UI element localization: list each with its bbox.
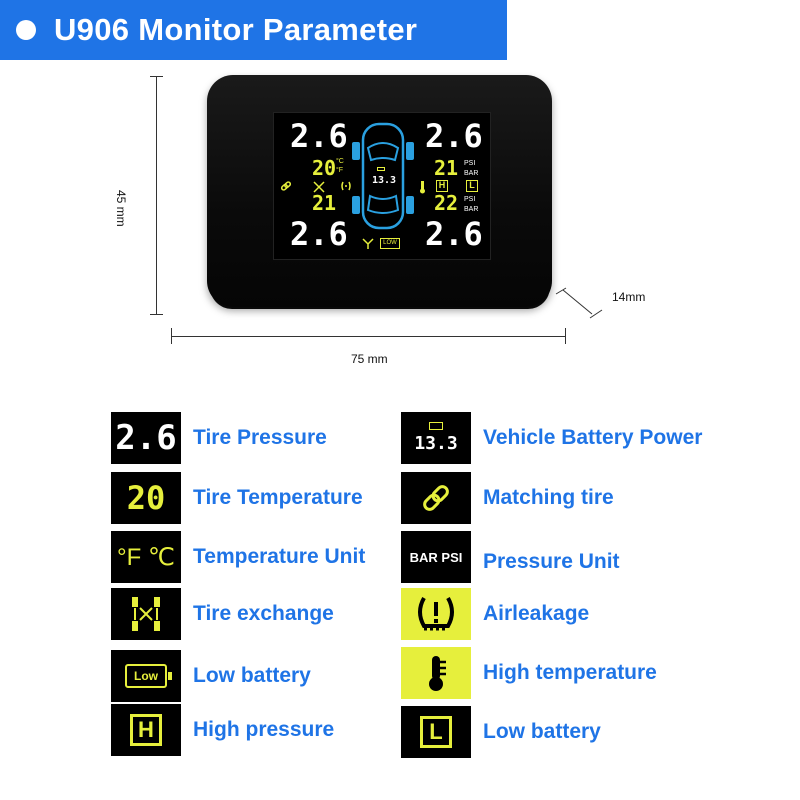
tire-exchange-icon [313,181,325,193]
legend-label: Pressure Unit [483,550,620,573]
chain-link-icon [423,485,449,511]
high-pressure-icon: H [436,180,448,192]
legend-label: High pressure [193,718,335,741]
unit-psi-rear: PSI [464,196,476,203]
pressure-front-right: 2.6 [425,117,483,155]
temperature-unit-icon: °F ℃ [117,543,175,571]
airleakage-tile [401,588,471,640]
legend-label: Matching tire [483,486,614,509]
width-dimension-line [171,336,566,337]
pressure-digits-tile: 2.6 [111,412,181,464]
legend-label: Temperature Unit [193,545,366,568]
low-L-tile: L [401,706,471,758]
depth-dimension-label: 14mm [612,290,646,304]
height-dimension-line [156,76,157,315]
legend-temperature-unit: °F ℃ Temperature Unit [111,529,365,585]
unit-bar-rear: BAR [464,206,479,213]
legend-label: Low battery [193,664,311,687]
width-dimension-tick-left [171,328,172,344]
low-L-icon: L [466,180,478,192]
battery-voltage-icon: 13.3 [414,433,458,454]
temp-left-front: 20 [312,156,337,180]
width-dimension-tick-right [565,328,566,344]
car-outline-icon [352,122,414,230]
battery-terminal [168,672,172,680]
page-title: U906 Monitor Parameter [54,12,418,47]
legend-label: High temperature [483,661,657,684]
legend-label: Tire exchange [193,602,334,625]
pressure-digits-icon: 2.6 [115,418,177,458]
low-battery-text: Low [134,669,158,683]
height-dimension-tick-bottom [150,314,163,315]
temperature-digits-icon: 20 [126,479,166,517]
high-temperature-tile [401,647,471,699]
bullet-dot-icon [16,20,36,40]
high-pressure-icon: H [130,714,162,746]
battery-small-icon [429,422,443,430]
signal-antenna-icon [362,238,374,249]
depth-dimension-line [555,287,603,319]
height-dimension-label: 45 mm [114,190,128,227]
pressure-rear-left: 2.6 [290,215,348,253]
header-banner: U906 Monitor Parameter [0,0,507,60]
temp-left-rear: 21 [312,191,337,215]
legend-tire-pressure: 2.6 Tire Pressure [111,410,327,466]
tire-exchange-tile [111,588,181,640]
battery-voltage-box [372,170,394,188]
unit-psi-front: PSI [464,160,476,167]
tire-leak-icon [341,181,351,191]
legend-tire-temperature: 20 Tire Temperature [111,470,363,526]
low-battery-tile: Low [111,650,181,702]
battery-voltage-tile: 13.3 [401,412,471,464]
tire-exchange-icon [132,597,160,631]
battery-voltage-value: 13.3 [372,175,397,186]
unit-bar-front: BAR [464,170,479,177]
legend-high-pressure: H High pressure [111,702,334,758]
legend-airleakage: Airleakage [401,586,589,642]
thermometer-icon [420,181,425,194]
temperature-unit-tile: °F ℃ [111,531,181,583]
temp-right-front: 21 [434,156,459,180]
matching-tire-tile [401,472,471,524]
unit-celsius: °C [336,158,344,165]
legend-matching-tire: Matching tire [401,470,614,526]
high-pressure-tile: H [111,704,181,756]
low-battery-icon: Low [125,664,172,688]
low-battery-screen-icon: LOW [380,238,400,249]
temperature-digits-tile: 20 [111,472,181,524]
pressure-unit-tile: BAR PSI [401,531,471,583]
legend-high-temperature: High temperature [401,645,657,701]
low-L-icon: L [420,716,452,748]
battery-small-icon [377,167,385,171]
unit-fahrenheit: °F [336,167,344,174]
chain-link-icon [280,181,292,191]
legend-tire-exchange: Tire exchange [111,586,334,642]
legend-label: Vehicle Battery Power [483,426,703,449]
legend-label: Low battery [483,720,601,743]
pressure-unit-icon: BAR PSI [409,549,463,565]
thermometer-icon [429,656,446,691]
legend-label: Tire Temperature [193,486,363,509]
height-dimension-tick-top [150,76,163,77]
temp-right-rear: 22 [434,191,459,215]
pressure-front-left: 2.6 [290,117,348,155]
legend-pressure-unit: BAR PSI Pressure Unit [401,529,620,585]
legend-label: Tire Pressure [193,426,327,449]
tire-leak-icon [418,597,454,631]
legend-low-battery-L: L Low battery [401,704,601,760]
legend-low-battery: Low Low battery [111,648,311,704]
width-dimension-label: 75 mm [351,352,388,366]
legend-vehicle-battery: 13.3 Vehicle Battery Power [401,410,702,466]
legend-label: Airleakage [483,602,590,625]
pressure-rear-right: 2.6 [425,215,483,253]
